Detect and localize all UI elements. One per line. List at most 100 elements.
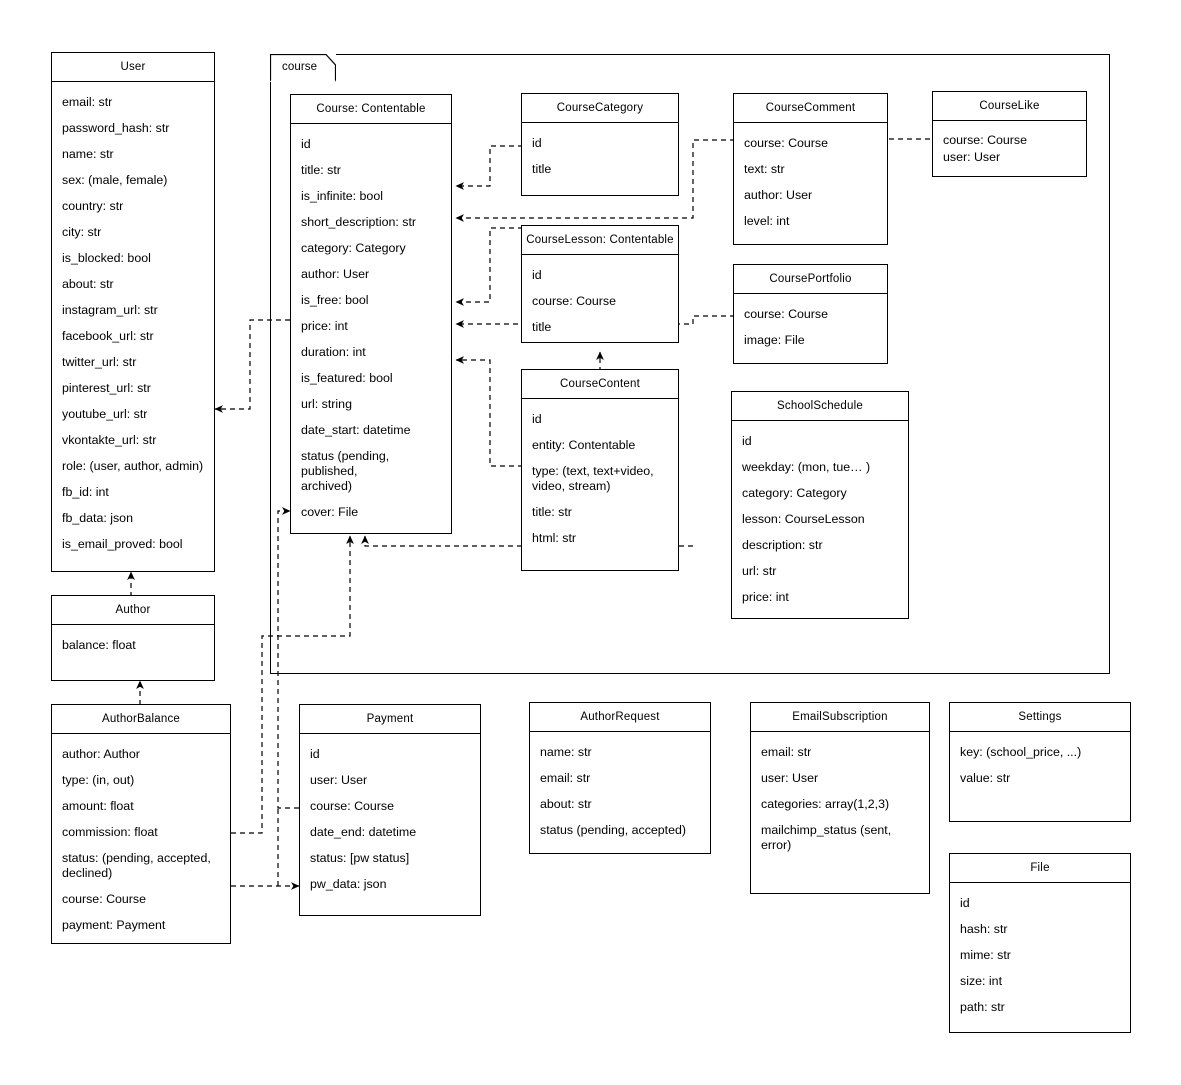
attr: value: str: [960, 771, 1011, 785]
package-course-tab: course: [270, 54, 336, 82]
attr: image: File: [744, 333, 805, 347]
attr: path: str: [960, 1000, 1005, 1014]
attr: is_featured: bool: [301, 371, 393, 385]
attr: pinterest_url: str: [62, 381, 151, 395]
class-emailsubscription-attrs: email: str user: User categories: array(…: [751, 732, 929, 863]
attr: email: str: [62, 95, 113, 109]
class-course[interactable]: Course: Contentable id title: str is_inf…: [290, 94, 452, 534]
attr: price: int: [301, 319, 348, 333]
attr: vkontakte_url: str: [62, 433, 157, 447]
attr: title: str: [532, 505, 572, 519]
attr: instagram_url: str: [62, 303, 158, 317]
attr: pw_data: json: [310, 877, 387, 891]
attr: id: [960, 896, 970, 910]
package-label: course: [282, 61, 318, 73]
class-courselesson-attrs: id course: Course title: [522, 255, 678, 345]
package-tab-shape: [270, 54, 336, 82]
attr: course: Course: [744, 136, 829, 150]
attr: category: Category: [742, 486, 847, 500]
attr: email: str: [761, 745, 812, 759]
class-file-title: File: [950, 854, 1130, 883]
class-coursecomment-title: CourseComment: [734, 94, 887, 123]
attr: is_free: bool: [301, 293, 369, 307]
attr: youtube_url: str: [62, 407, 148, 421]
attr: about: str: [62, 277, 114, 291]
attr: short_description: str: [301, 215, 417, 229]
attr: password_hash: str: [62, 121, 170, 135]
attr: mailchimp_status (sent, error): [761, 823, 895, 852]
class-schoolschedule-title: SchoolSchedule: [732, 392, 908, 421]
class-settings-attrs: key: (school_price, ...) value: str: [950, 732, 1130, 796]
attr: email: str: [540, 771, 591, 785]
attr: payment: Payment: [62, 918, 166, 932]
class-user[interactable]: User email: str password_hash: str name:…: [51, 52, 215, 572]
class-coursecategory[interactable]: CourseCategory id title: [521, 93, 679, 196]
class-authorrequest[interactable]: AuthorRequest name: str email: str about…: [529, 702, 711, 854]
class-emailsubscription[interactable]: EmailSubscription email: str user: User …: [750, 702, 930, 894]
attr: user: User: [310, 773, 368, 787]
attr: facebook_url: str: [62, 329, 154, 343]
class-authorbalance-title: AuthorBalance: [52, 705, 230, 734]
class-coursecategory-title: CourseCategory: [522, 94, 678, 123]
class-file[interactable]: File id hash: str mime: str size: int pa…: [949, 853, 1131, 1033]
class-coursecomment[interactable]: CourseComment course: Course text: str a…: [733, 93, 888, 245]
attr: course: Course: [943, 133, 1028, 147]
attr: price: int: [742, 590, 789, 604]
class-schoolschedule[interactable]: SchoolSchedule id weekday: (mon, tue… ) …: [731, 391, 909, 619]
attr: duration: int: [301, 345, 366, 359]
attr: level: int: [744, 214, 790, 228]
attr: course: Course: [62, 892, 147, 906]
class-payment-title: Payment: [300, 705, 480, 734]
attr: status: [pw status]: [310, 851, 410, 865]
attr: about: str: [540, 797, 592, 811]
class-courselike[interactable]: CourseLike course: Course user: User: [932, 91, 1087, 177]
attr: size: int: [960, 974, 1003, 988]
class-schoolschedule-attrs: id weekday: (mon, tue… ) category: Categ…: [732, 421, 908, 615]
attr: id: [301, 137, 311, 151]
attr: weekday: (mon, tue… ): [742, 460, 871, 474]
attr: type: (in, out): [62, 773, 135, 787]
attr: date_start: datetime: [301, 423, 411, 437]
attr: text: str: [744, 162, 785, 176]
attr: cover: File: [301, 505, 359, 519]
class-courseportfolio-attrs: course: Course image: File: [734, 294, 887, 358]
class-courselesson[interactable]: CourseLesson: Contentable id course: Cou…: [521, 225, 679, 343]
attr: id: [532, 412, 542, 426]
class-settings[interactable]: Settings key: (school_price, ...) value:…: [949, 702, 1131, 822]
attr: category: Category: [301, 241, 406, 255]
class-courseportfolio[interactable]: CoursePortfolio course: Course image: Fi…: [733, 264, 888, 364]
attr: url: string: [301, 397, 352, 411]
attr: hash: str: [960, 922, 1008, 936]
attr: title: str: [301, 163, 341, 177]
attr: is_infinite: bool: [301, 189, 383, 203]
attr: role: (user, author, admin): [62, 459, 204, 473]
attr: status (pending, published, archived): [301, 449, 390, 493]
class-payment[interactable]: Payment id user: User course: Course dat…: [299, 704, 481, 916]
class-settings-title: Settings: [950, 703, 1130, 732]
attr: course: Course: [744, 307, 829, 321]
class-coursecontent-attrs: id entity: Contentable type: (text, text…: [522, 399, 678, 556]
attr: entity: Contentable: [532, 438, 636, 452]
attr: commission: float: [62, 825, 158, 839]
attr: city: str: [62, 225, 102, 239]
class-coursecomment-attrs: course: Course text: str author: User le…: [734, 123, 887, 239]
attr: url: str: [742, 564, 777, 578]
class-courselesson-title: CourseLesson: Contentable: [522, 226, 678, 255]
attr: status: (pending, accepted, declined): [62, 851, 211, 880]
class-author-title: Author: [52, 596, 214, 625]
attr: user: User: [761, 771, 819, 785]
attr: country: str: [62, 199, 124, 213]
attr: amount: float: [62, 799, 134, 813]
class-coursecontent[interactable]: CourseContent id entity: Contentable typ…: [521, 369, 679, 571]
class-emailsubscription-title: EmailSubscription: [751, 703, 929, 732]
class-author[interactable]: Author balance: float: [51, 595, 215, 681]
class-authorbalance[interactable]: AuthorBalance author: Author type: (in, …: [51, 704, 231, 944]
attr: is_email_proved: bool: [62, 537, 183, 551]
class-payment-attrs: id user: User course: Course date_end: d…: [300, 734, 480, 902]
class-user-title: User: [52, 53, 214, 82]
attr: description: str: [742, 538, 823, 552]
attr: name: str: [540, 745, 592, 759]
class-authorbalance-attrs: author: Author type: (in, out) amount: f…: [52, 734, 230, 943]
attr: is_blocked: bool: [62, 251, 151, 265]
attr: status (pending, accepted): [540, 823, 687, 837]
